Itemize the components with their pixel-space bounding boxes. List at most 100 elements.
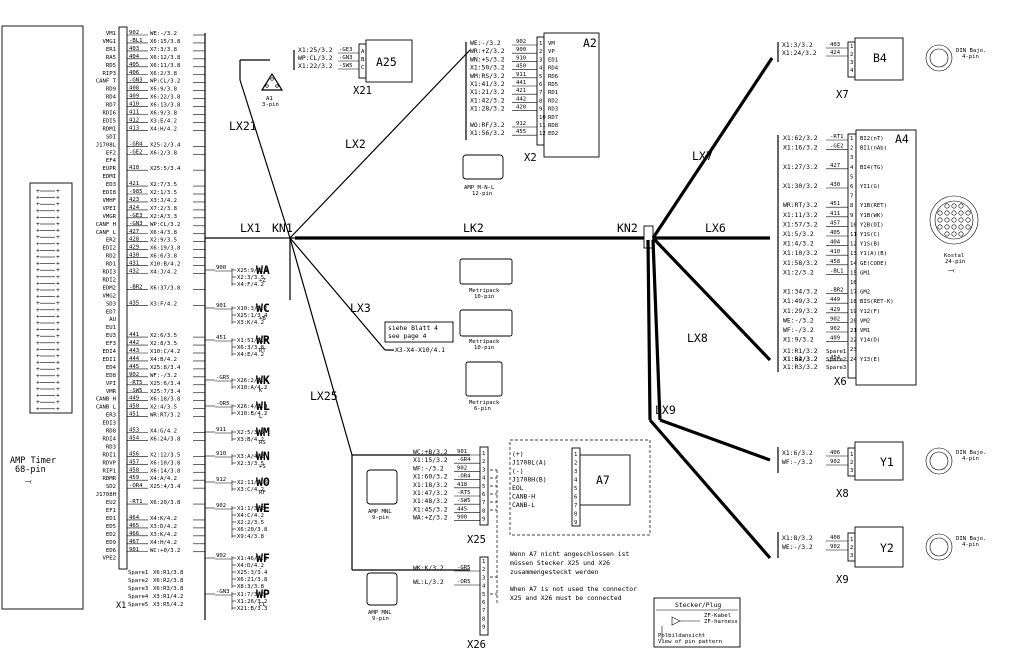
connector-pin-icon: + xyxy=(56,339,60,347)
connector-pin-icon: + xyxy=(56,187,60,195)
din-4pin-icon-y1 xyxy=(925,447,953,475)
a2-wire-code: 442 xyxy=(516,96,526,102)
a4-pin-number: 18 xyxy=(850,299,857,305)
a2-pin-label: RD4 xyxy=(548,66,559,72)
socket-wire-code: -GR5 xyxy=(216,375,229,381)
a1-pin-label: RD3 xyxy=(106,444,116,450)
socket-line: X1:26/3.2 xyxy=(237,599,267,605)
a1-pin-label: CANB H xyxy=(96,397,116,403)
a4-pin-number: 8 xyxy=(850,203,854,209)
a1-wire-target: X25:5/3.4 xyxy=(150,166,181,172)
a1-wire-code: 427 xyxy=(129,229,139,235)
a4-pin-number: 14 xyxy=(850,261,857,267)
connector-pin-icon: + xyxy=(36,326,40,334)
a1-wire-target: X2:A/3.3 xyxy=(150,214,177,220)
a4-pin-label: BI2(nT) xyxy=(860,136,884,142)
a25-wire-source: WP:CL/3.2 xyxy=(298,54,333,62)
a4-wire-source: X1:54/3.2 xyxy=(783,355,818,363)
x25-wire-code: 445 xyxy=(457,506,467,512)
a2-pin-number: 4 xyxy=(539,66,543,72)
a7-pin-label: (+) xyxy=(512,450,524,458)
page-reference: siehe Blatt 4 see page 4 X3-X4-X10/4.1 xyxy=(384,321,454,354)
connector-pin-icon: + xyxy=(56,392,60,400)
a2-wire-code: 420 xyxy=(516,105,526,111)
a1-wire-target: WE:-/3.2 xyxy=(150,31,177,37)
socket-line: X4:F/4.2 xyxy=(237,282,264,288)
socket-code: WC xyxy=(256,301,270,315)
socket-wire-code: 451 xyxy=(216,335,226,341)
a4-wire-source: X1:16/3.2 xyxy=(783,144,818,152)
a1-caption-1: AMP Timer xyxy=(10,456,56,466)
a1-wire-target: WP:CL/3.2 xyxy=(150,79,180,85)
kostal-hole-icon xyxy=(951,231,957,237)
a4-wire-code: -BR2 xyxy=(830,288,843,294)
socket-sub: - xyxy=(259,566,262,572)
a4-pin-number: 17 xyxy=(850,290,857,296)
connector-pin-icon: + xyxy=(36,385,40,393)
x26-plug-1: AMP MNL xyxy=(368,610,392,616)
a1-wire-code: 430 xyxy=(129,253,139,259)
a7-pin-number: 8 xyxy=(574,512,578,518)
a2-pin-label: RD2 xyxy=(548,98,558,104)
a1-pin-label: RDI1 xyxy=(103,452,116,458)
a4-wire-source: X1:58/3.2 xyxy=(783,259,818,267)
a7-pin-label: EOL xyxy=(512,484,524,492)
connector-pin-icon: + xyxy=(36,332,40,340)
metripack-10pin-icon-2 xyxy=(459,309,513,337)
a1-pin-label: VMG1 xyxy=(103,39,116,45)
kostal-24pin-icon xyxy=(929,195,979,245)
socket-sub: RF xyxy=(259,490,266,496)
a4-wire-source: X1:27/3.2 xyxy=(783,163,818,171)
x25-wire-code: 418 xyxy=(457,482,468,488)
a2-wire-code: 900 xyxy=(516,47,526,53)
a4-wire-source: X1:34/3.2 xyxy=(783,288,818,296)
a1-pin-label: RDM1 xyxy=(103,126,116,132)
socket-wire-code: 911 xyxy=(216,427,226,433)
x25-wire-source: X1:48/3.2 xyxy=(413,497,448,505)
connector-pin-icon: + xyxy=(56,332,60,340)
connector-pin-icon: + xyxy=(56,299,60,307)
x25-pin-number: 9 xyxy=(482,517,485,523)
a1-pin-label: RA5 xyxy=(106,55,116,61)
small-wire-code: 902 xyxy=(830,459,840,465)
din-4pin-icon-y2 xyxy=(925,533,953,561)
a1-wire-code: 453 xyxy=(129,428,139,434)
socket-sub: +B xyxy=(259,316,266,322)
x1-label: X1 xyxy=(116,601,126,611)
a2-wire-source: X1:28/3.2 xyxy=(470,105,505,113)
a1-wire-code: 405 xyxy=(129,62,139,68)
din-4pin-icon xyxy=(925,44,953,72)
a4-spare-label: Spare3 xyxy=(826,365,846,371)
socket-line: X25:9/3.4 xyxy=(237,268,268,274)
a1-wire-target: X25:8/3.4 xyxy=(150,365,181,371)
lx8-label: LX8 xyxy=(687,331,708,345)
amp-mnl-9pin-icon-2 xyxy=(366,572,398,606)
kostal-hole-icon xyxy=(944,203,950,209)
a2-pin-label: VM xyxy=(548,41,555,47)
a4-pin-number: 3 xyxy=(850,155,853,161)
b4-wire-code: 403 xyxy=(830,42,840,48)
a1-wire-code: 444 xyxy=(129,356,140,362)
a1-spare-target: X3:R1/4.2 xyxy=(153,594,183,600)
a1-wire-target: X4:B/4.2 xyxy=(150,357,177,363)
small-wire-source: WF:-/3.2 xyxy=(782,458,813,466)
socket-sub: +Z xyxy=(259,278,266,284)
a1-wire-code: 406 xyxy=(129,70,139,76)
legend-title: Stecker/Plug xyxy=(675,601,721,609)
a1-spare-label: Spare3 xyxy=(128,586,148,592)
kostal-hole-icon xyxy=(944,224,950,230)
a4-pin-label: Y14(D) xyxy=(860,338,880,344)
b4-pin-number: 4 xyxy=(850,68,854,74)
socket-sub: RT xyxy=(259,348,266,354)
x26-pin-number: 6 xyxy=(482,600,485,606)
socket-wire-code: 910 xyxy=(216,451,226,457)
a2-pin-number: 12 xyxy=(539,131,546,137)
socket-line: X2:3/3.5 xyxy=(237,461,264,467)
a25-wire-code: -SW5 xyxy=(339,63,352,69)
a4-wire-code: 404 xyxy=(830,240,841,246)
socket-line: X2:2/3.5 xyxy=(237,520,264,526)
a7-label: A7 xyxy=(596,473,610,487)
a1-pin-label: EDI5 xyxy=(103,118,116,124)
plug-arrow-icon: ⤙ xyxy=(25,477,32,487)
